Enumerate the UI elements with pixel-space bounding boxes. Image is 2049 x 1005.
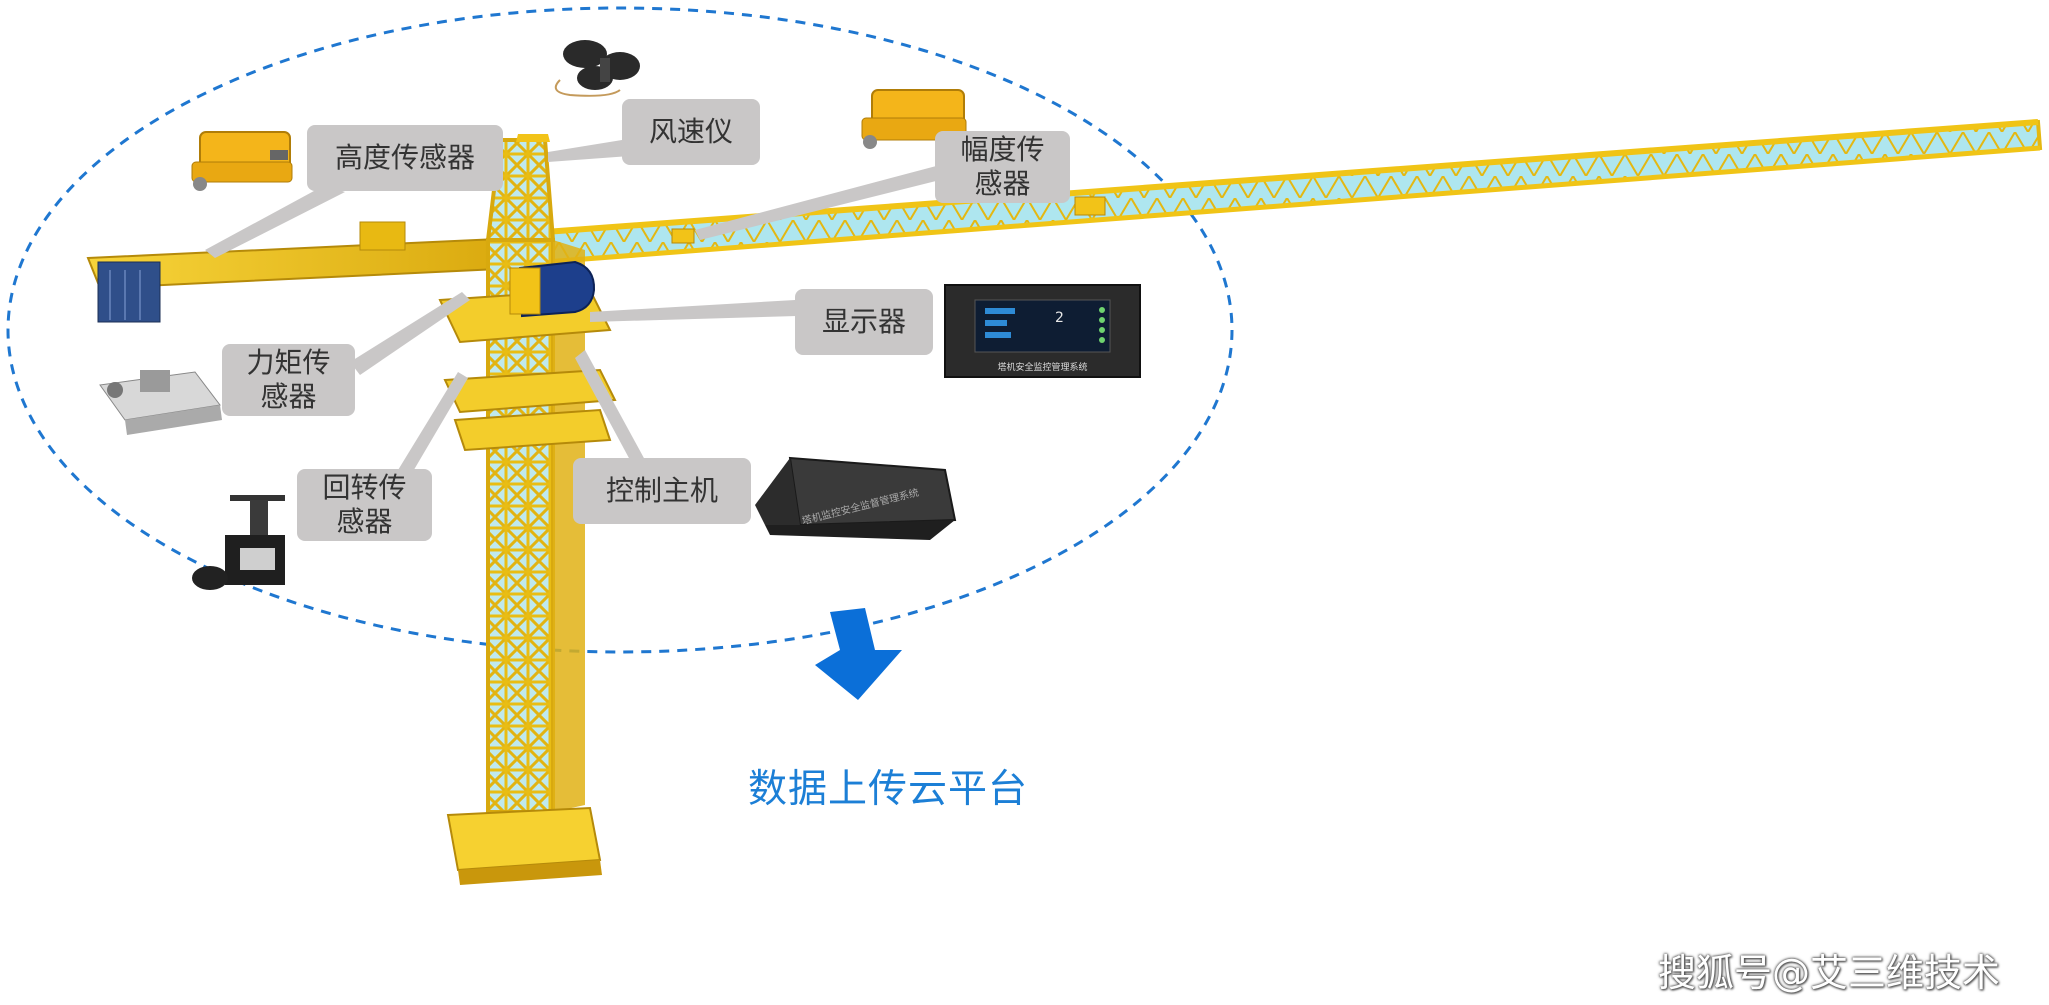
control-host-label: 控制主机 xyxy=(573,458,751,524)
height-sensor-device-icon xyxy=(191,131,293,191)
control-host-device-icon xyxy=(755,456,957,540)
display-device-icon: 2 xyxy=(944,284,1141,378)
cloud-upload-label: 数据上传云平台 xyxy=(748,767,1029,812)
down-arrow-icon xyxy=(815,608,902,700)
slewing-sensor-label: 回转传 感器 xyxy=(297,469,432,541)
callout-leaders xyxy=(205,140,948,485)
display-screen-caption: 塔机安全监控管理系统 xyxy=(997,363,1088,373)
crane-front-jib xyxy=(543,119,2043,265)
slewing-sensor-device-icon xyxy=(192,495,285,590)
height-sensor-label: 高度传感器 xyxy=(307,125,503,191)
anemometer-label: 风速仪 xyxy=(622,99,760,165)
amplitude-sensor-label: 幅度传 感器 xyxy=(935,131,1070,203)
anemometer-device-icon xyxy=(554,40,640,97)
svg-text:2: 2 xyxy=(1055,310,1064,326)
crane-operator-cab xyxy=(509,260,596,318)
crane-base xyxy=(446,806,602,885)
monitoring-zone-ellipse xyxy=(6,6,1234,654)
display-label: 显示器 xyxy=(795,289,933,355)
torque-sensor-label: 力矩传 感器 xyxy=(222,344,355,416)
watermark: 搜狐号@艾三维技术 xyxy=(1658,951,2001,995)
torque-sensor-device-icon xyxy=(99,370,222,435)
